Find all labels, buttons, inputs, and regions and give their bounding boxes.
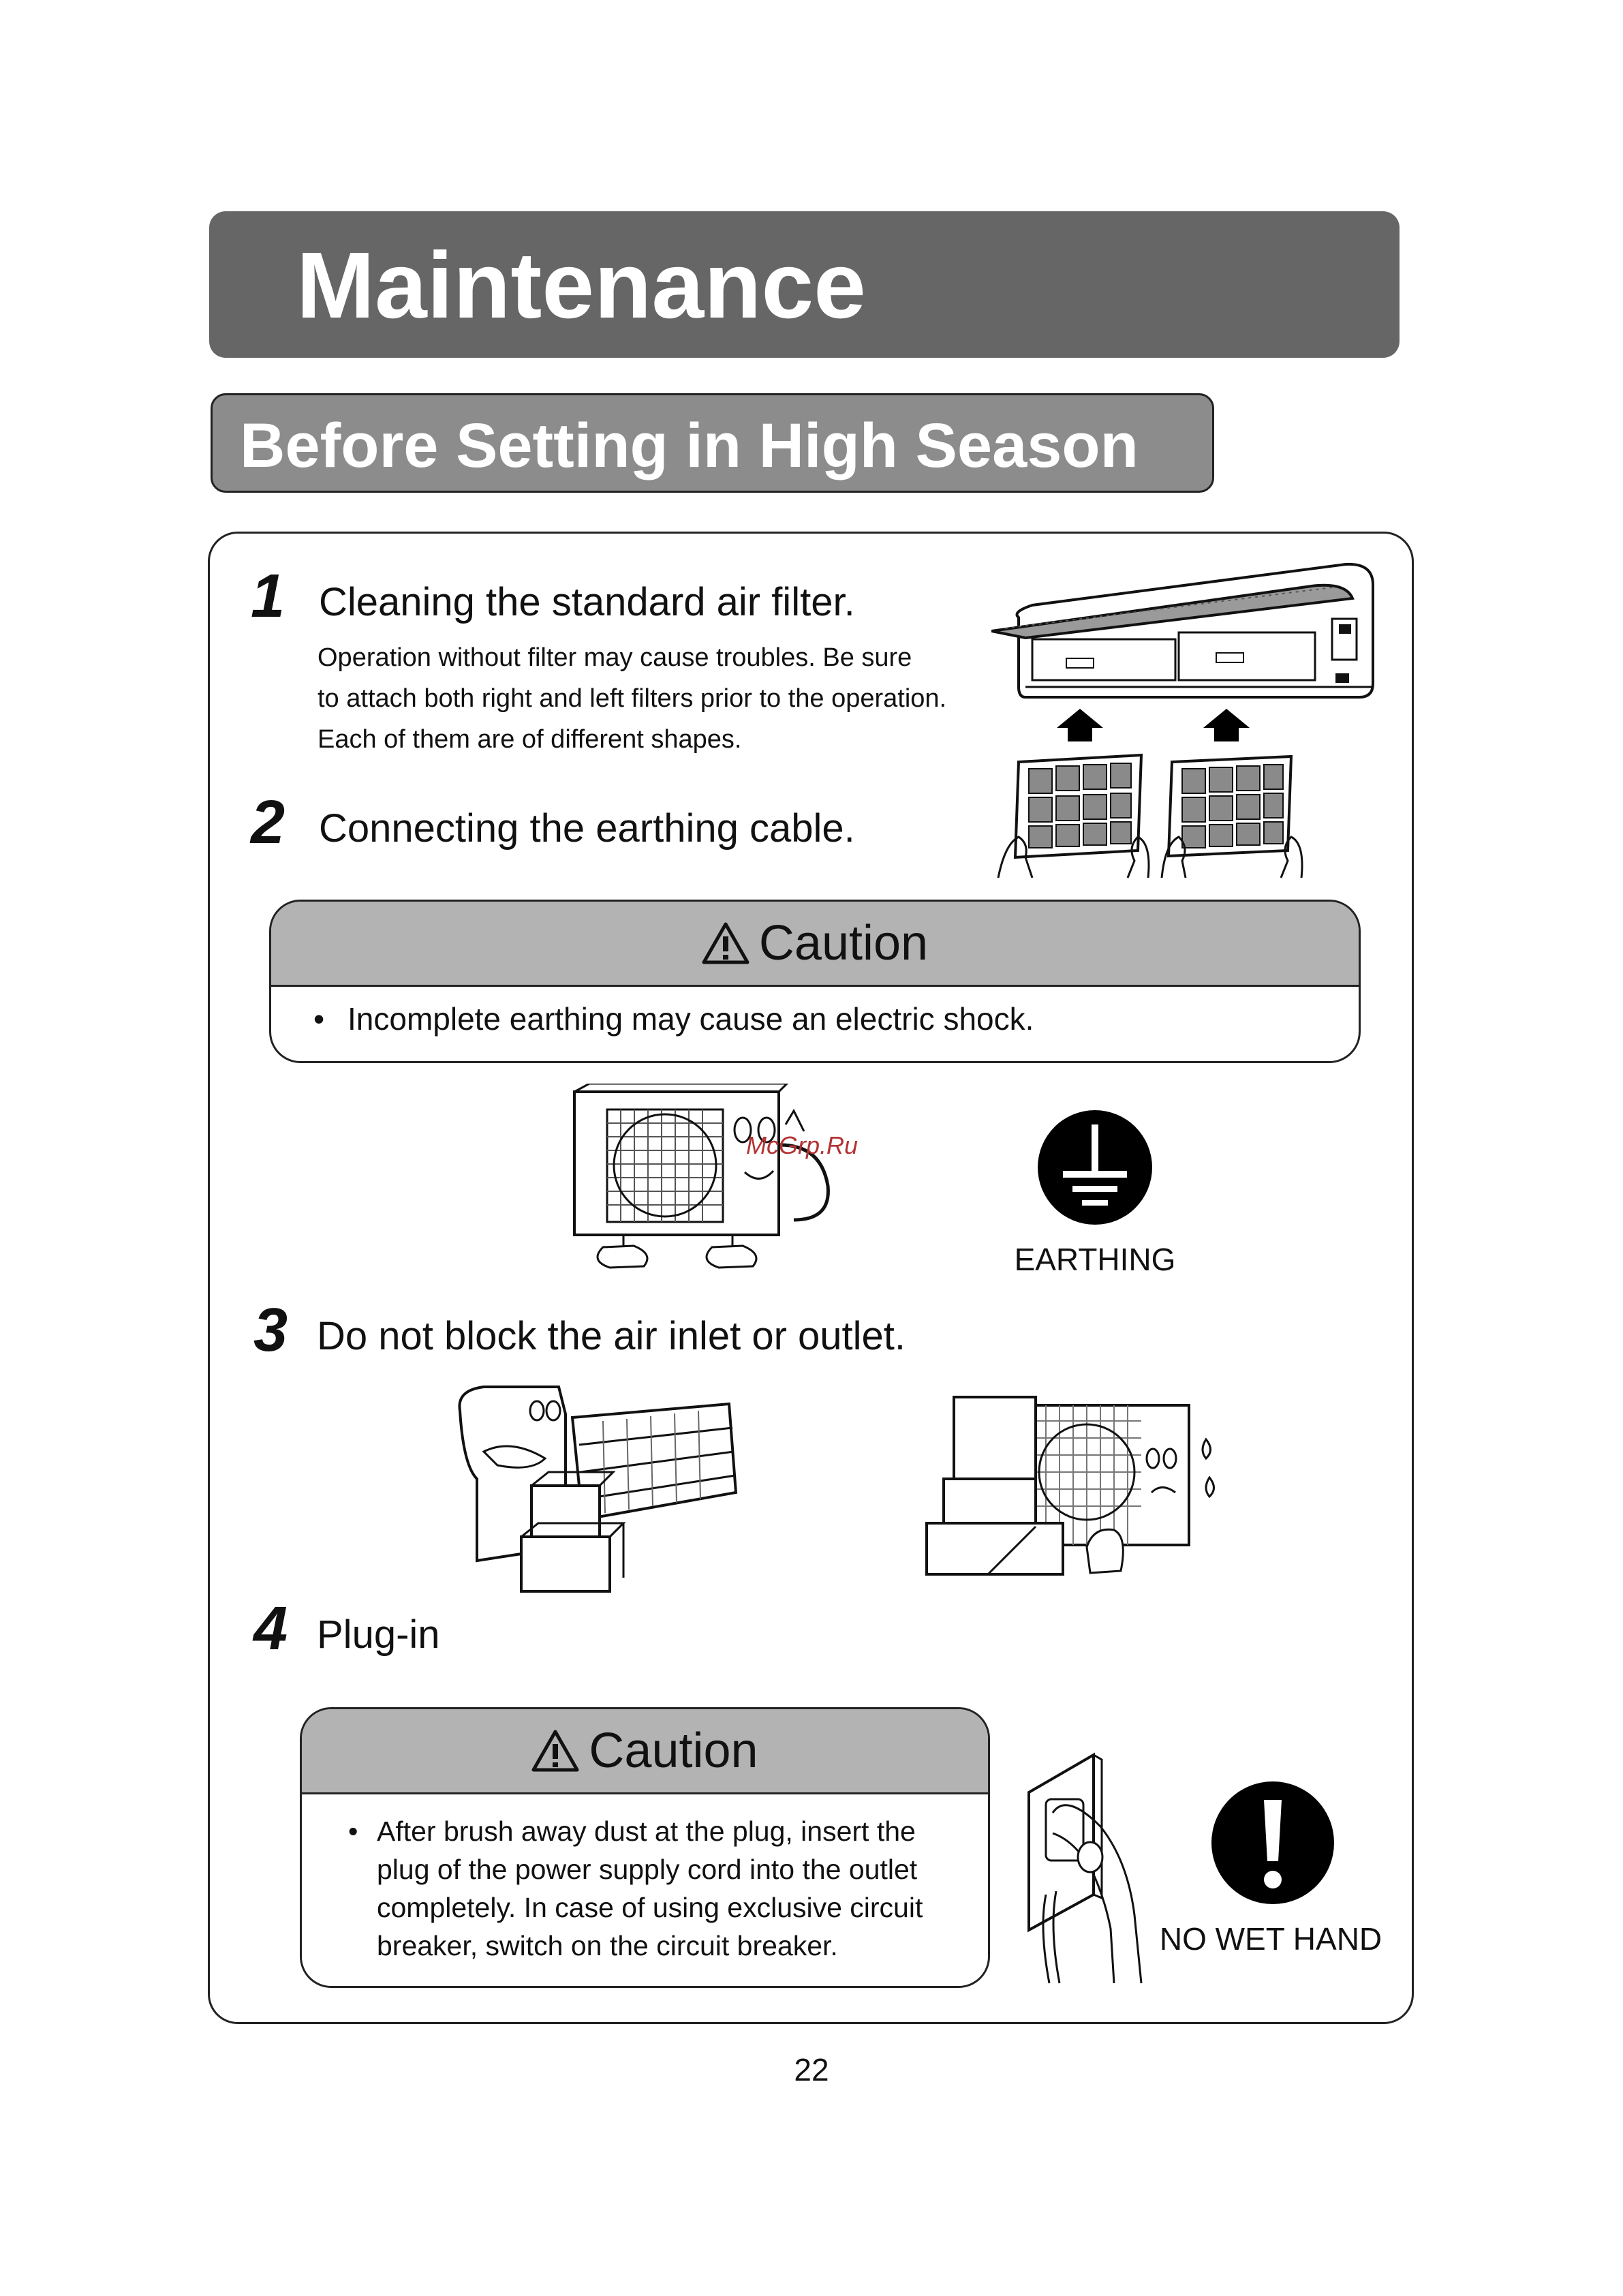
- blocked-outdoor-drawing: [925, 1396, 1215, 1576]
- bullet-dot-icon: •: [348, 1816, 358, 1847]
- caution-bullet-item: • Incomplete earthing may cause an elect…: [271, 987, 1359, 1038]
- caution-bullet-line: plug of the power supply cord into the o…: [377, 1854, 918, 1885]
- earthing-symbol: [1037, 1109, 1153, 1229]
- bullet-dot-icon: •: [313, 1001, 325, 1037]
- step-3-number: 3: [253, 1296, 288, 1364]
- earthing-label: EARTHING: [1014, 1242, 1176, 1277]
- earthing-icon: [1038, 1110, 1152, 1225]
- step-3-title: Do not block the air inlet or outlet.: [317, 1314, 906, 1358]
- caution-bullet-line: After brush away dust at the plug, inser…: [377, 1816, 916, 1847]
- caution-heading: Caution: [589, 1724, 758, 1778]
- caution-box-earthing: Caution • Incomplete earthing may cause …: [269, 900, 1361, 1063]
- blocked-indoor-unit-illustration: [457, 1383, 743, 1602]
- caution-bullet-line: breaker, switch on the circuit breaker.: [377, 1930, 838, 1961]
- caution-bullet-line: completely. In case of using exclusive c…: [377, 1892, 923, 1923]
- step-4-title: Plug-in: [317, 1612, 440, 1657]
- step-1-description-line: Operation without filter may cause troub…: [318, 643, 912, 672]
- section-title-bar: Before Setting in High Season: [211, 393, 1214, 493]
- caution-bullet-item: • After brush away dust at the plug, ins…: [302, 1794, 988, 1965]
- caution-box-plug: Caution • After brush away dust at the p…: [300, 1707, 990, 1988]
- step-4-number: 4: [253, 1595, 288, 1663]
- step-1-description-line: Each of them are of different shapes.: [318, 725, 742, 754]
- step-1-number: 1: [251, 562, 285, 630]
- blocked-indoor-drawing: [458, 1386, 738, 1593]
- plug-in-drawing: [1027, 1752, 1143, 1984]
- outdoor-unit-earthing-illustration: [569, 1084, 855, 1288]
- warning-triangle-icon: [702, 922, 749, 964]
- watermark: McGrp.Ru: [746, 1131, 859, 1159]
- section-title: Before Setting in High Season: [240, 411, 1139, 480]
- plug-in-illustration: [1025, 1751, 1148, 1987]
- caution-heading: Caution: [758, 916, 929, 970]
- page-title: Maintenance: [296, 233, 866, 338]
- indoor-unit-filter-illustration: [991, 557, 1387, 885]
- content-frame: [208, 532, 1414, 2024]
- blocked-outdoor-unit-illustration: [923, 1390, 1237, 1581]
- page-title-bar: Maintenance: [209, 211, 1400, 358]
- caution-heading-bar: Caution: [271, 902, 1359, 987]
- step-1-description: Operation without filter may cause troub…: [318, 637, 946, 760]
- caution-bullet-text: After brush away dust at the plug, inser…: [377, 1812, 923, 1965]
- exclamation-icon: [1211, 1781, 1334, 1904]
- no-wet-hand-symbol: [1211, 1781, 1335, 1908]
- warning-triangle-icon: [531, 1730, 579, 1772]
- caution-heading-bar: Caution: [302, 1709, 988, 1794]
- no-wet-hand-label: NO WET HAND: [1159, 1921, 1382, 1957]
- caution-bullet-text: Incomplete earthing may cause an electri…: [347, 1001, 1034, 1037]
- step-2-title: Connecting the earthing cable.: [319, 806, 855, 851]
- indoor-unit-filter-drawing: [991, 562, 1374, 878]
- step-1-description-line: to attach both right and left filters pr…: [318, 684, 947, 713]
- step-1-title: Cleaning the standard air filter.: [319, 580, 855, 624]
- outdoor-unit-drawing: [573, 1084, 830, 1269]
- step-2-number: 2: [251, 789, 285, 857]
- page-number: 22: [794, 2052, 829, 2087]
